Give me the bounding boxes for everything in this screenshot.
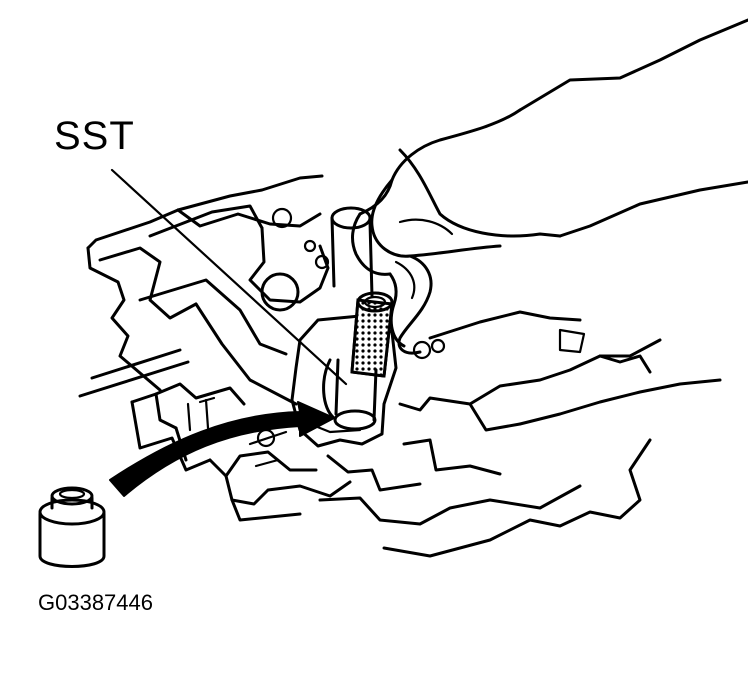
sst-callout-label: SST: [54, 114, 135, 158]
insert-arrow: [109, 401, 335, 497]
loose-part: [38, 486, 106, 568]
housing: [78, 174, 722, 558]
figure-id: G03387446: [38, 590, 153, 615]
sst-tool: [322, 206, 394, 431]
callout-leader: [110, 168, 348, 386]
hand: [351, 18, 748, 355]
